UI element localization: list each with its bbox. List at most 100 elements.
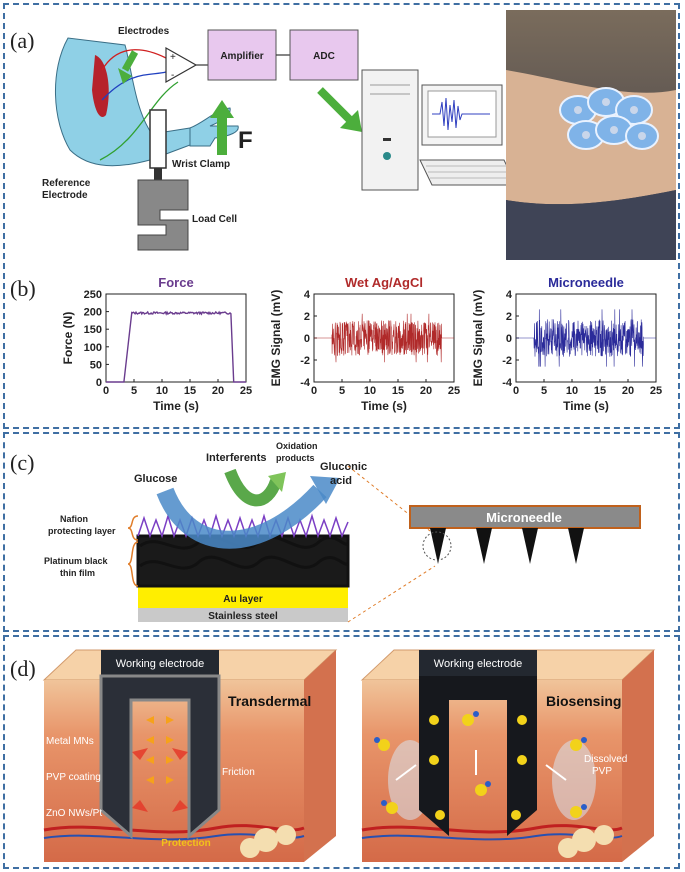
x-axis-label: Time (s) [153,399,199,413]
muscle-illustration [92,55,109,118]
diffusion-arrows [395,750,567,781]
x-tick-label: 5 [541,385,547,397]
gluconic-label-1: Gluconic [320,461,367,473]
y-tick-label: 0 [304,333,310,345]
x-tick-label: 20 [622,385,634,397]
x-tick-label: 5 [339,385,345,397]
panel-c-label: (c) [10,450,35,475]
electrodes-arrow [121,50,139,72]
protection-label: Protection [161,838,210,849]
microneedle-patch-array [559,87,659,150]
gluconic-label-2: acid [330,475,352,487]
adc-label: ADC [313,51,335,62]
arm-photo [506,10,676,260]
reference-label-2: Electrode [42,190,88,201]
au-layer [138,586,348,608]
x-axis-label: Time (s) [361,399,407,413]
reference-label-1: Reference [42,178,91,189]
wrist-clamp [149,109,167,169]
working-electrode-right [419,650,537,836]
nafion-layer [137,513,349,539]
y-axis-label: EMG Signal (mV) [269,290,283,387]
stainless-steel-layer [138,608,348,622]
y-axis-label: EMG Signal (mV) [471,290,485,387]
y-tick-label: -2 [300,355,310,367]
signal-trace [516,309,656,367]
x-tick-label: 15 [594,385,606,397]
signal-trace [106,310,246,383]
panel-a-schematic: Electrodes + - Amplifier ADC F Wrist Cla… [42,26,517,251]
platinum-label-1: Platinum black [44,556,109,566]
amplifier-label: Amplifier [220,51,263,62]
stainless-label: Stainless steel [208,611,278,622]
friction-arrows [132,748,188,812]
dissolved-label-2: PVP [592,766,612,777]
y-tick-label: 100 [84,342,102,354]
working-electrode-right-label: Working electrode [434,658,522,670]
y-tick-label: 4 [506,289,513,301]
y-tick-label: -2 [502,355,512,367]
x-axis-label: Time (s) [563,399,609,413]
x-tick-label: 25 [448,385,460,397]
y-tick-label: 0 [506,333,512,345]
monitor-emg-trace [432,97,490,131]
x-tick-label: 10 [156,385,168,397]
molecule-markers [374,711,587,818]
metal-mns-label: Metal MNs [46,736,94,747]
y-tick-label: 0 [96,377,102,389]
oxidation-label-2: products [276,453,315,463]
panel-d-diagram: Working electrode Transdermal Metal MNs … [42,649,656,862]
keyboard [419,159,517,186]
y-tick-label: 250 [84,289,102,301]
x-tick-label: 10 [364,385,376,397]
op-amp-plus: + [170,52,176,63]
panel-a-label: (a) [10,28,35,53]
skin-block-left [42,649,338,862]
zno-label: ZnO NWs/Pt [46,808,102,819]
needle-tips [430,528,584,564]
computer-arrow [317,87,353,123]
panel-b-label: (b) [10,276,36,301]
x-tick-label: 10 [566,385,578,397]
x-tick-label: 0 [311,385,317,397]
electron-markers [429,715,527,820]
load-cell-label: Load Cell [192,214,237,225]
chart-title: Wet Ag/AgCl [345,275,423,290]
x-tick-label: 25 [650,385,662,397]
x-tick-label: 15 [392,385,404,397]
y-tick-label: 200 [84,307,102,319]
y-tick-label: 150 [84,324,102,336]
electrodes-label: Electrodes [118,26,170,37]
y-tick-label: 2 [506,311,512,323]
amplifier-symbol [165,46,198,84]
force-arrow [217,115,227,155]
dissolved-label-1: Dissolved [584,754,627,765]
protection-arrows [146,716,174,784]
friction-label: Friction [222,767,255,778]
interferents-label: Interferents [206,452,267,464]
load-cell [137,179,189,251]
chart-title: Force [158,275,193,290]
x-tick-label: 5 [131,385,137,397]
panel-c-diagram: Interferents Oxidation products Glucose … [44,441,641,623]
wrist-clamp-label: Wrist Clamp [172,159,230,170]
microneedle-label: Microneedle [486,510,562,525]
x-tick-label: 20 [420,385,432,397]
x-tick-label: 0 [103,385,109,397]
y-tick-label: 4 [304,289,311,301]
x-tick-label: 15 [184,385,196,397]
nafion-label-1: Nafion [60,514,88,524]
pvp-coating-label: PVP coating [46,772,101,783]
glucose-label: Glucose [134,473,177,485]
oxidation-label-1: Oxidation [276,441,318,451]
plot-frame [105,293,247,383]
transdermal-label: Transdermal [228,693,311,709]
x-tick-label: 25 [240,385,252,397]
working-electrode-left-label: Working electrode [116,658,204,670]
nafion-label-2: protecting layer [48,526,116,536]
y-tick-label: 50 [90,359,102,371]
chart-title: Microneedle [548,275,624,290]
